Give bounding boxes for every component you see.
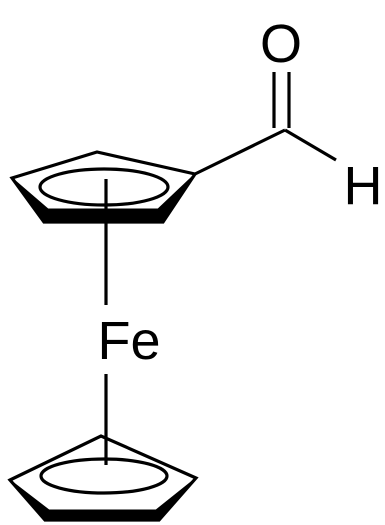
carbonyl-to-hydrogen-bond	[284, 128, 337, 162]
upper-cp-ring	[9, 150, 198, 224]
hydrogen-atom-label: H	[344, 156, 383, 216]
iron-atom-label: Fe	[97, 311, 160, 371]
upper-cp-ring-front-wedge	[11, 173, 196, 223]
lower-cp-ring	[7, 434, 199, 522]
lower-cp-aromatic-circle	[39, 457, 169, 495]
lower-cp-ring-front-wedge	[9, 477, 197, 521]
iron-centre: Fe	[97, 179, 161, 465]
oxygen-atom-label: O	[260, 14, 302, 74]
upper-cp-aromatic-circle	[38, 167, 170, 207]
aldehyde-group: O H	[194, 14, 383, 216]
ring-to-carbonyl-bond	[194, 128, 286, 176]
